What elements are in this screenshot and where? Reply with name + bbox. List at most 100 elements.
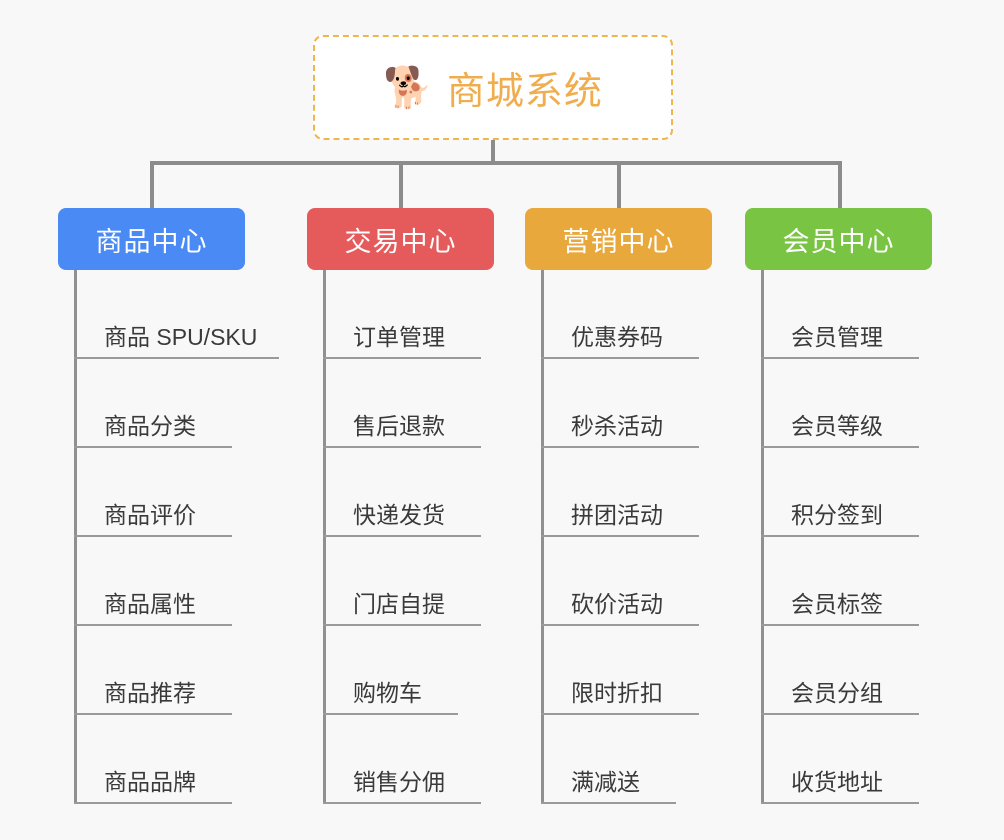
- branch-header-1[interactable]: 交易中心: [307, 208, 494, 270]
- leaf-label: 销售分佣: [353, 768, 445, 795]
- connector-horizontal-bar: [150, 161, 842, 165]
- branch-header-label: 会员中心: [782, 226, 895, 257]
- leaf-item[interactable]: 商品评价: [74, 448, 257, 537]
- branch-header-2[interactable]: 营销中心: [525, 208, 712, 270]
- leaf-underline: [74, 802, 232, 804]
- leaf-item[interactable]: 快递发货: [323, 448, 494, 537]
- leaf-item[interactable]: 商品 SPU/SKU: [74, 270, 279, 359]
- leaf-label: 秒杀活动: [571, 412, 663, 439]
- leaf-item[interactable]: 商品推荐: [74, 626, 257, 715]
- leaf-underline: [323, 713, 458, 715]
- leaf-label: 会员管理: [791, 323, 883, 350]
- leaf-underline: [541, 357, 699, 359]
- leaf-underline: [74, 357, 279, 359]
- leaf-label: 积分签到: [791, 501, 883, 528]
- leaf-item[interactable]: 门店自提: [323, 537, 494, 626]
- leaf-label: 商品分类: [104, 412, 196, 439]
- leaf-underline: [74, 535, 232, 537]
- leaf-underline: [541, 713, 699, 715]
- leaf-underline: [761, 713, 919, 715]
- branch-column: 营销中心 优惠券码 秒杀活动 拼团活动 砍价活动 限时折扣: [525, 208, 712, 804]
- branch-header-label: 交易中心: [344, 226, 457, 257]
- leaf-item[interactable]: 会员管理: [761, 270, 932, 359]
- branch-body-2: 优惠券码 秒杀活动 拼团活动 砍价活动 限时折扣 满减送: [525, 270, 712, 804]
- leaf-label: 收货地址: [791, 768, 883, 795]
- leaf-item[interactable]: 商品属性: [74, 537, 257, 626]
- leaf-label: 会员分组: [791, 679, 883, 706]
- leaf-item[interactable]: 购物车: [323, 626, 494, 715]
- leaf-item[interactable]: 秒杀活动: [541, 359, 712, 448]
- branch-spine: [541, 270, 544, 804]
- leaf-underline: [323, 357, 481, 359]
- leaf-item[interactable]: 售后退款: [323, 359, 494, 448]
- leaf-label: 商品 SPU/SKU: [104, 323, 258, 350]
- branch-body-0: 商品 SPU/SKU 商品分类 商品评价 商品属性 商品推荐 商品品牌: [58, 270, 279, 804]
- leaf-label: 优惠券码: [571, 323, 663, 350]
- leaf-underline: [74, 446, 232, 448]
- leaf-item[interactable]: 会员标签: [761, 537, 932, 626]
- leaf-underline: [761, 624, 919, 626]
- branch-spine: [74, 270, 77, 804]
- leaf-label: 拼团活动: [571, 501, 663, 528]
- leaf-item[interactable]: 会员等级: [761, 359, 932, 448]
- leaf-label: 砍价活动: [571, 590, 663, 617]
- leaf-underline: [761, 535, 919, 537]
- leaf-item[interactable]: 拼团活动: [541, 448, 712, 537]
- leaf-underline: [541, 446, 699, 448]
- leaf-item[interactable]: 满减送: [541, 715, 712, 804]
- root-title: 商城系统: [446, 71, 603, 113]
- leaf-item[interactable]: 商品品牌: [74, 715, 257, 804]
- leaf-underline: [761, 357, 919, 359]
- connector-root-stem: [491, 140, 495, 164]
- leaf-underline: [761, 446, 919, 448]
- leaf-underline: [323, 802, 481, 804]
- leaf-underline: [541, 802, 676, 804]
- branch-header-3[interactable]: 会员中心: [745, 208, 932, 270]
- root-node[interactable]: 🐕 商城系统: [313, 35, 673, 140]
- connector-drop-1: [150, 161, 154, 208]
- leaf-underline: [541, 624, 699, 626]
- leaf-underline: [323, 535, 481, 537]
- connector-drop-4: [838, 161, 842, 208]
- branch-header-label: 营销中心: [562, 226, 675, 257]
- leaf-item[interactable]: 收货地址: [761, 715, 932, 804]
- leaf-label: 限时折扣: [571, 679, 663, 706]
- branch-column: 商品中心 商品 SPU/SKU 商品分类 商品评价 商品属性 商品推荐: [58, 208, 279, 804]
- leaf-underline: [761, 802, 919, 804]
- leaf-item[interactable]: 销售分佣: [323, 715, 494, 804]
- leaf-label: 会员标签: [791, 590, 883, 617]
- branch-column: 会员中心 会员管理 会员等级 积分签到 会员标签 会员分组: [745, 208, 932, 804]
- branch-body-1: 订单管理 售后退款 快递发货 门店自提 购物车 销售分佣: [307, 270, 494, 804]
- leaf-label: 商品评价: [104, 501, 196, 528]
- leaf-item[interactable]: 会员分组: [761, 626, 932, 715]
- leaf-label: 商品品牌: [104, 768, 196, 795]
- leaf-item[interactable]: 订单管理: [323, 270, 494, 359]
- branch-spine: [761, 270, 764, 804]
- leaf-item[interactable]: 限时折扣: [541, 626, 712, 715]
- leaf-label: 满减送: [571, 768, 640, 795]
- leaf-item[interactable]: 商品分类: [74, 359, 257, 448]
- leaf-label: 门店自提: [353, 590, 445, 617]
- leaf-underline: [74, 713, 232, 715]
- leaf-underline: [323, 446, 481, 448]
- leaf-underline: [74, 624, 232, 626]
- branch-header-label: 商品中心: [95, 226, 208, 257]
- leaf-label: 商品属性: [104, 590, 196, 617]
- leaf-item[interactable]: 积分签到: [761, 448, 932, 537]
- leaf-item[interactable]: 砍价活动: [541, 537, 712, 626]
- leaf-label: 会员等级: [791, 412, 883, 439]
- connector-drop-3: [617, 161, 621, 208]
- branch-spine: [323, 270, 326, 804]
- connector-drop-2: [399, 161, 403, 208]
- shiba-dog-face-icon: 🐕: [383, 65, 433, 110]
- branch-header-0[interactable]: 商品中心: [58, 208, 245, 270]
- leaf-underline: [541, 535, 699, 537]
- branch-body-3: 会员管理 会员等级 积分签到 会员标签 会员分组 收货地址: [745, 270, 932, 804]
- leaf-label: 快递发货: [353, 501, 445, 528]
- leaf-label: 售后退款: [353, 412, 445, 439]
- leaf-item[interactable]: 优惠券码: [541, 270, 712, 359]
- leaf-label: 订单管理: [353, 323, 445, 350]
- leaf-label: 购物车: [353, 679, 422, 706]
- branch-column: 交易中心 订单管理 售后退款 快递发货 门店自提 购物车: [307, 208, 494, 804]
